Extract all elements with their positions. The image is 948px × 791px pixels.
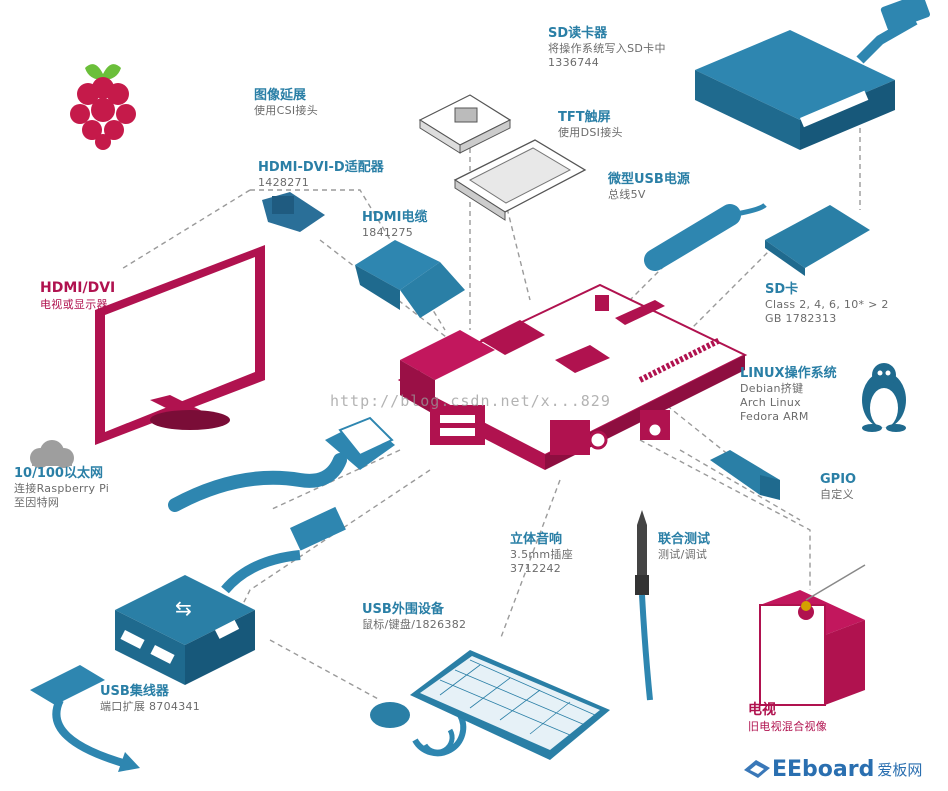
tft-label: TFT触屏 使用DSI接头 [558,110,623,140]
keyboard-icon [410,650,610,760]
ethernet-desc-2: 至因特网 [14,496,60,509]
tft-touchscreen-icon [453,139,587,221]
tv-label: 电视 旧电视混合视像 [748,702,827,733]
sd-reader-desc: 将操作系统写入SD卡中 [548,42,666,56]
micro-usb-desc: 总线5V [608,188,646,202]
tv-icon [759,564,866,706]
hdmi-dvi-adapter-icon [262,192,325,232]
eeboard-brand: EEboard 爱板网 [742,756,922,782]
camera-desc: 使用CSI接头 [254,104,319,118]
audio-title: 立体音响 [510,532,563,547]
raspberry-logo-icon [70,64,136,150]
usb-peripherals-label: USB外围设备 鼠标/键盘/1826382 [362,602,466,632]
usb-peripherals-desc: 鼠标/键盘/1826382 [362,618,467,632]
cloud-icon [30,440,74,468]
sd-card-icon [765,205,870,276]
sd-card-title: SD卡 [765,282,799,297]
sd-card-class: Class 2, 4, 6, 10* > 2 [765,298,889,312]
raspberry-pi-board-icon [397,283,748,470]
micro-usb-power-icon [644,203,767,271]
camera-title: 图像延展 [254,88,307,103]
jtag-desc: 测试/调试 [658,548,708,562]
mouse-icon [370,702,467,757]
linux-label: LINUX操作系统 Debian挤键 Arch Linux Fedora ARM [740,366,837,424]
gpio-title: GPIO [820,472,857,487]
usb-peripherals-title: USB外围设备 [362,602,444,617]
tft-title: TFT触屏 [558,110,611,125]
micro-usb-title: 微型USB电源 [608,172,690,187]
watermark-text: http://blog.csdn.net/x...829 [330,392,611,410]
usb-hub-desc: 端口扩展 8704341 [100,700,201,714]
sd-reader-part: 1336744 [548,56,600,69]
audio-jack-icon [635,510,653,701]
audio-part: 3712242 [510,562,562,575]
micro-usb-label: 微型USB电源 总线5V [608,172,690,202]
ethernet-label: 10/100以太网 连接Raspberry Pi 至因特网 [14,466,109,510]
hdmi-cable-part: 1841275 [362,226,414,240]
sd-card-part: GB 1782313 [765,312,837,325]
ethernet-title: 10/100以太网 [14,466,103,481]
sd-reader-title: SD读卡器 [548,26,608,41]
sd-reader-icon [695,0,930,150]
linux-title: LINUX操作系统 [740,366,837,381]
hdmi-cable-icon [355,240,465,318]
gpio-label: GPIO 自定义 [820,472,856,502]
linux-distro-2: Arch Linux [740,396,801,409]
usb-symbol-icon: ⇆ [175,596,192,620]
tv-title: 电视 [748,702,776,718]
hdmi-adapter-label: HDMI-DVI-D适配器 1428271 [258,160,384,190]
sd-card-label: SD卡 Class 2, 4, 6, 10* > 2 GB 1782313 [765,282,889,326]
ethernet-cable-icon [168,416,395,512]
monitor-desc: 电视或显示器 [40,297,108,311]
gpio-connector-icon [710,450,780,500]
linux-distro-1: Debian挤键 [740,382,804,396]
eeboard-logo-icon [744,760,770,778]
tv-desc: 旧电视混合视像 [748,719,828,733]
sd-reader-label: SD读卡器 将操作系统写入SD卡中 1336744 [548,26,666,70]
audio-label: 立体音响 3.5mm插座 3712242 [510,532,573,576]
camera-label: 图像延展 使用CSI接头 [254,88,318,118]
ethernet-desc-1: 连接Raspberry Pi [14,482,110,496]
hdmi-adapter-title: HDMI-DVI-D适配器 [258,160,384,175]
linux-distro-3: Fedora ARM [740,409,809,423]
usb-hub-icon: ⇆ [30,506,346,772]
hdmi-cable-label: HDMI电缆 1841275 [362,210,427,240]
linux-penguin-icon [862,363,906,432]
audio-desc: 3.5mm插座 [510,548,574,562]
eeboard-logo-text: EEboard [772,756,875,782]
tft-desc: 使用DSI接头 [558,126,623,140]
monitor-label: HDMI/DVI 电视或显示器 [40,280,115,311]
usb-hub-label: USB集线器 端口扩展 8704341 [100,684,200,714]
jtag-title: 联合测试 [658,532,711,547]
camera-module-icon [418,94,512,154]
usb-hub-title: USB集线器 [100,684,169,699]
eeboard-cn-text: 爱板网 [877,760,923,779]
hdmi-adapter-part: 1428271 [258,176,310,190]
monitor-icon [95,245,265,445]
jtag-label: 联合测试 测试/调试 [658,532,710,562]
hdmi-cable-title: HDMI电缆 [362,210,428,225]
monitor-title: HDMI/DVI [40,280,116,296]
gpio-desc: 自定义 [820,488,854,502]
